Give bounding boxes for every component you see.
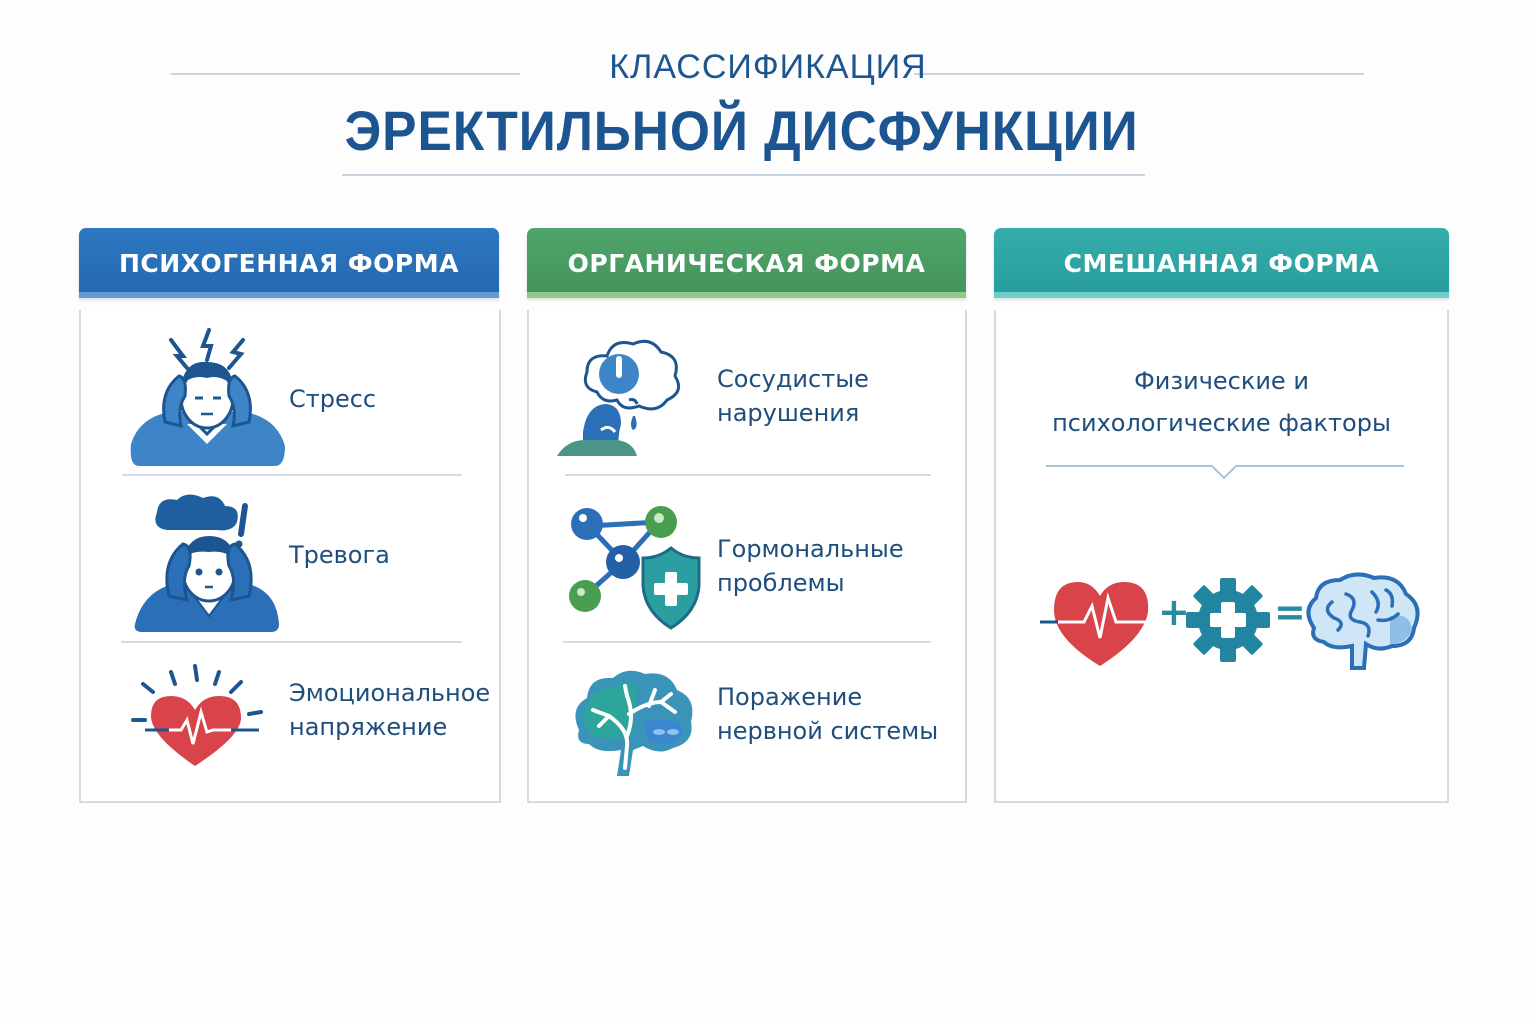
heart-pulse-icon — [131, 662, 271, 770]
column-title: ПСИХОГЕННАЯ ФОРМА — [119, 248, 459, 278]
list-item-hormonal-problems: Гормональные проблемы — [529, 496, 965, 636]
subtitle-divider-with-arrow — [1046, 462, 1404, 486]
title-rule-left — [171, 73, 520, 75]
item-label: Сосудистые нарушения — [717, 365, 869, 427]
column-header-psychogenic: ПСИХОГЕННАЯ ФОРМА — [79, 228, 499, 298]
brain-icon — [1302, 572, 1422, 672]
divider — [122, 474, 462, 476]
column-title: ОРГАНИЧЕСКАЯ ФОРМА — [567, 248, 926, 278]
head-thought-cloud-icon — [557, 334, 691, 458]
item-label: Поражение нервной системы — [717, 683, 939, 745]
column-header-organic: ОРГАНИЧЕСКАЯ ФОРМА — [527, 228, 966, 298]
list-item-stress: Стресс — [81, 322, 499, 472]
panel-psychogenic: Стресс Тревога — [79, 310, 501, 803]
page-supertitle: КЛАССИФИКАЦИЯ — [609, 48, 927, 86]
equals-sign: = — [1274, 590, 1306, 634]
molecule-shield-icon — [567, 500, 703, 632]
panel-organic: Сосудистые нарушения Гормональные — [527, 310, 967, 803]
divider — [565, 474, 931, 476]
column-title: СМЕШАННАЯ ФОРМА — [1063, 248, 1380, 278]
list-item-emotional-tension: Эмоциональное напряжение — [81, 656, 499, 776]
list-item-anxiety: Тревога — [81, 488, 499, 634]
divider — [563, 641, 931, 643]
anxious-person-icon — [133, 492, 289, 634]
page-title: ЭРЕКТИЛЬНОЙ ДИСФУНКЦИИ — [344, 99, 1139, 162]
title-rule-bottom — [342, 174, 1145, 176]
stressed-person-icon — [125, 326, 289, 468]
list-item-nervous-system-damage: Поражение нервной системы — [529, 658, 965, 778]
mixed-subtitle: Физические и психологические факторы — [1052, 367, 1391, 437]
item-label: Стресс — [289, 385, 377, 413]
item-label: Эмоциональное напряжение — [289, 679, 491, 741]
divider — [121, 641, 462, 643]
column-header-mixed: СМЕШАННАЯ ФОРМА — [994, 228, 1449, 298]
title-rule-right — [914, 73, 1364, 75]
gear-cross-icon — [1186, 578, 1270, 662]
mixed-equation: + = — [1040, 572, 1420, 672]
list-item-vascular-disorders: Сосудистые нарушения — [529, 330, 965, 470]
item-label: Тревога — [289, 541, 390, 569]
panel-mixed: Физические и психологические факторы + — [994, 310, 1449, 803]
item-label: Гормональные проблемы — [717, 535, 904, 597]
brain-nerves-icon — [569, 666, 697, 778]
heart-pulse-icon — [1040, 576, 1152, 668]
plus-sign: + — [1158, 590, 1190, 634]
